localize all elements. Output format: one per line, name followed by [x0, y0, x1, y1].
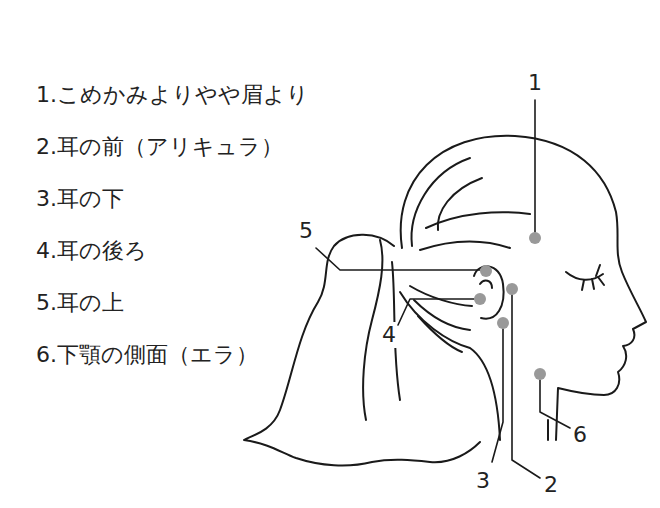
- hair-strand: [438, 178, 482, 230]
- legend-line: 3.耳の下: [36, 186, 124, 212]
- leader-line: [512, 295, 540, 478]
- point-dot: [534, 368, 546, 380]
- callout-number: 2: [543, 472, 559, 498]
- leader-line: [398, 299, 474, 325]
- legend-line: 1.こめかみよりやや眉より: [36, 82, 309, 108]
- callout-number: 1: [527, 70, 543, 96]
- callout-number: 3: [475, 468, 491, 494]
- point-dot: [506, 283, 518, 295]
- hair-strand: [420, 241, 510, 250]
- neck-front: [547, 420, 549, 440]
- point-dot: [497, 317, 509, 329]
- leader-line: [540, 380, 570, 428]
- callout-number: 5: [298, 218, 314, 244]
- hair-strand: [414, 300, 470, 330]
- callout-number: 4: [381, 322, 397, 348]
- leader-line: [534, 100, 536, 232]
- neck-back: [400, 292, 500, 440]
- leader-line: [492, 329, 503, 462]
- ponytail: [244, 235, 480, 466]
- legend-line: 2.耳の前（アリキュラ）: [36, 134, 283, 160]
- callout-number: 6: [572, 422, 588, 448]
- point-dot: [474, 293, 486, 305]
- hair-strand: [412, 158, 470, 246]
- leader-line: [316, 248, 480, 270]
- hair-strand: [410, 286, 472, 306]
- eyelash: [582, 265, 604, 290]
- point-dot: [480, 265, 492, 277]
- ear-inner: [480, 281, 492, 288]
- legend-line: 4.耳の後ろ: [36, 238, 147, 264]
- legend-line: 6.下顎の側面（エラ）: [36, 342, 258, 368]
- ponytail-strand: [363, 240, 382, 420]
- hair-strand: [426, 212, 530, 228]
- face-outline: [401, 136, 646, 440]
- legend-line: 5.耳の上: [36, 290, 124, 316]
- point-dot: [529, 232, 541, 244]
